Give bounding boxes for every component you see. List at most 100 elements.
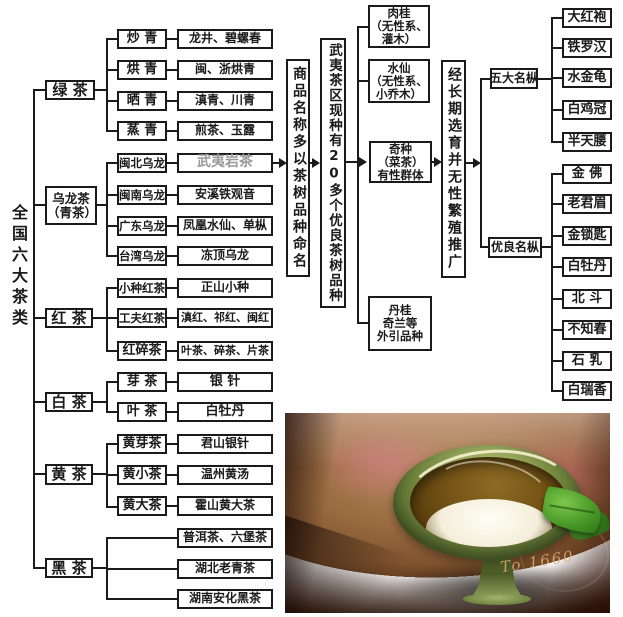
- connector-line: [106, 194, 117, 196]
- category-white-tea: 白 茶: [45, 392, 93, 412]
- bracket-line-green: [106, 38, 108, 132]
- variety-dangui-qilan: 丹桂 奇兰等 外引品种: [368, 296, 432, 351]
- connector-line: [106, 100, 117, 102]
- connector-line: [167, 194, 177, 196]
- leaf-puer-liubao: 普洱茶、六堡茶: [177, 528, 273, 548]
- sub-taiwan-oolong: 台湾乌龙: [117, 246, 167, 266]
- category-yellow-tea: 黄 茶: [45, 464, 93, 485]
- bracket-line-black: [106, 287, 108, 352]
- variety-rougui: 肉桂 （无性系、 灌木）: [368, 5, 430, 48]
- arrow-right-icon: [473, 158, 481, 168]
- category-oolong-line1: 乌龙茶: [52, 190, 90, 206]
- variety-dangui-line2: 奇兰等: [382, 316, 418, 330]
- connector-line: [34, 317, 45, 319]
- connector-line: [106, 225, 117, 227]
- bracket-line-five-cong: [551, 17, 553, 143]
- tea-reflection-crescent: [426, 499, 552, 547]
- connector-line: [106, 130, 117, 132]
- note-breeding: 经长期选育并无性繁殖推广: [441, 60, 466, 278]
- leaf-dianhong-qihong-minhong: 滇红、祁红、闽红: [177, 308, 273, 328]
- sub-leaf-tea: 叶 茶: [117, 402, 167, 422]
- leaf-dongding-oolong: 冻顶乌龙: [177, 246, 273, 266]
- sub-huangya-tea: 黄芽茶: [117, 434, 167, 454]
- variety-qizhong-line1: 奇种: [389, 141, 412, 156]
- connector-line: [34, 473, 45, 475]
- leaf-yecha-suicha-piancha: 叶茶、碎茶、片茶: [177, 341, 273, 361]
- leaf-tieluohan: 铁罗汉: [562, 38, 612, 58]
- leaf-baimudan-cong: 白牡丹: [562, 257, 612, 277]
- connector-line: [93, 317, 107, 319]
- connector-line: [106, 598, 177, 600]
- sub-minbei-oolong: 闽北乌龙: [117, 153, 167, 173]
- arrow-right-icon: [359, 157, 367, 167]
- connector-line: [553, 47, 562, 49]
- variety-rougui-line3: 灌木）: [381, 32, 417, 46]
- connector-line: [167, 225, 177, 227]
- connector-line: [34, 567, 45, 569]
- leaf-min-zhe-hongqing: 闽、浙烘青: [177, 60, 273, 80]
- leaf-buzhichun: 不知春: [562, 320, 612, 340]
- leaf-yinzhen: 银 针: [177, 372, 273, 392]
- group-five-famous-cong: 五大名枞: [490, 68, 538, 89]
- connector-line: [106, 287, 117, 289]
- connector-line: [553, 235, 562, 237]
- connector-line: [167, 443, 177, 445]
- leaf-wenzhou-huangtang: 温州黄汤: [177, 465, 273, 485]
- bracket-line-fine-cong: [551, 173, 553, 392]
- connector-line: [167, 381, 177, 383]
- connector-line: [553, 77, 562, 79]
- connector-line: [106, 69, 117, 71]
- connector-line: [34, 401, 45, 403]
- connector-line: [346, 161, 361, 163]
- sub-hong-qing: 烘 青: [117, 60, 167, 80]
- connector-line: [97, 204, 107, 206]
- connector-line: [93, 567, 107, 569]
- connector-line: [167, 350, 177, 352]
- connector-line: [106, 537, 177, 539]
- connector-line: [466, 162, 474, 164]
- leaf-shiru: 石 乳: [562, 351, 612, 371]
- connector-line: [553, 109, 562, 111]
- connector-line: [553, 266, 562, 268]
- leaf-huoshan-huangdacha: 霍山黄大茶: [177, 496, 273, 516]
- connector-line: [167, 38, 177, 40]
- leaf-longjing-biluochun: 龙井、碧螺春: [177, 29, 273, 49]
- connector-line: [106, 317, 117, 319]
- connector-line: [167, 162, 177, 164]
- sub-bud-tea: 芽 茶: [117, 372, 167, 392]
- connector-line: [34, 204, 45, 206]
- leaf-laojunmei: 老君眉: [562, 194, 612, 214]
- arrow-right-icon: [279, 158, 287, 168]
- sub-minnan-oolong: 闽南乌龙: [117, 185, 167, 205]
- cup-foot-base: [463, 593, 531, 605]
- bracket-line-oolong: [106, 162, 108, 257]
- variety-dangui-line3: 外引品种: [377, 329, 423, 343]
- leaf-bantianyao: 半天腰: [562, 132, 612, 152]
- connector-line: [167, 505, 177, 507]
- variety-shuixian-line2: （无性系、: [370, 73, 428, 88]
- connector-line: [167, 130, 177, 132]
- leaf-anxi-tieguanyin: 安溪铁观音: [177, 185, 273, 205]
- connector-line: [106, 162, 117, 164]
- variety-shuixian-line3: 小乔木）: [376, 86, 422, 101]
- connector-line: [357, 322, 368, 324]
- connector-line: [106, 506, 117, 508]
- diagram-root-label: 全国六大茶类: [9, 204, 28, 330]
- connector-line: [273, 162, 281, 164]
- category-oolong-line2: （青茶）: [47, 204, 98, 220]
- variety-rougui-line1: 肉桂: [387, 6, 411, 20]
- connector-line: [553, 329, 562, 331]
- sub-chao-qing: 炒 青: [117, 29, 167, 49]
- leaf-zhengshan-xiaozhong: 正山小种: [177, 278, 273, 298]
- leaf-dianqing-chuanqing: 滇青、川青: [177, 91, 273, 111]
- note-wuyi-region: 武夷茶区现种有20多个优良茶树品种: [320, 38, 346, 308]
- connector-line: [357, 80, 368, 82]
- category-black-tea: 红 茶: [45, 308, 93, 328]
- leaf-dahongpao: 大红袍: [562, 8, 612, 28]
- leaf-baimudan: 白牡丹: [177, 402, 273, 422]
- connector-line: [167, 69, 177, 71]
- connector-line: [93, 473, 107, 475]
- connector-line: [167, 100, 177, 102]
- connector-line: [106, 474, 117, 476]
